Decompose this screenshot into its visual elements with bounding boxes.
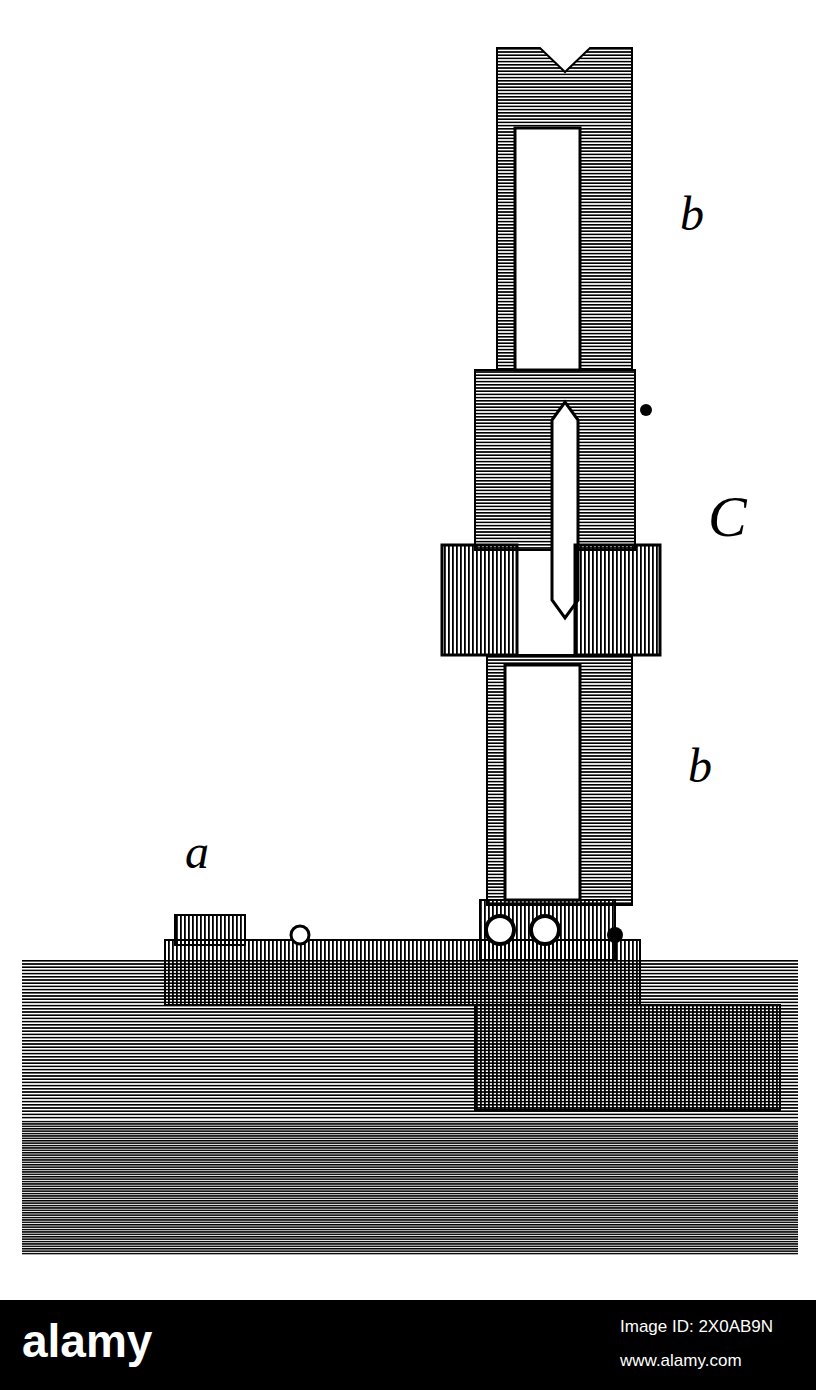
hinge — [480, 900, 615, 960]
lever-pin — [291, 926, 309, 944]
part-label: C — [708, 488, 747, 546]
watermark-bar — [0, 1300, 816, 1390]
lower-slot — [505, 665, 580, 900]
part-label: b — [688, 742, 712, 790]
hinge-knuckle — [486, 916, 514, 944]
part-label: a — [185, 828, 209, 876]
collar-left — [442, 545, 517, 655]
watermark: www.alamy.com — [620, 1352, 742, 1369]
table-front — [22, 1120, 798, 1255]
screw — [640, 404, 652, 416]
lower-frame — [487, 655, 632, 905]
watermark: Image ID: 2X0AB9N — [620, 1318, 773, 1335]
hinge-pin — [607, 927, 623, 943]
upper-slot — [515, 128, 580, 370]
lever-block — [175, 915, 245, 945]
collar-right — [575, 545, 660, 655]
upper-frame — [497, 48, 632, 370]
watermark: alamy — [22, 1318, 152, 1364]
base-block — [475, 1005, 780, 1110]
hinge-knuckle — [531, 916, 559, 944]
part-label: b — [680, 190, 704, 238]
